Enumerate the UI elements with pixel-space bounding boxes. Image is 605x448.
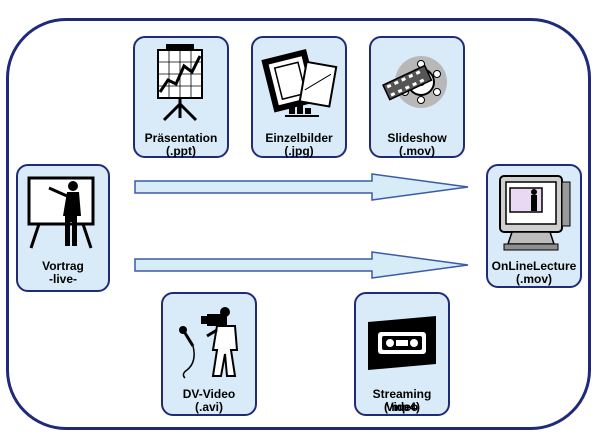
presentation-chart-icon <box>157 44 203 122</box>
video-cassette-icon <box>368 316 436 370</box>
card-onlinelecture: OnLineLecture (.mov) <box>486 164 582 288</box>
card-dvvideo: DV-Video (.avi) <box>161 292 257 416</box>
card-streaming: Streaming Video (.mp4) <box>354 292 450 416</box>
card-label: Vortrag <box>42 259 84 273</box>
card-sublabel: (.mov) <box>399 144 435 158</box>
card-sublabel: (.mov) <box>516 272 552 286</box>
arrow-top <box>134 173 469 201</box>
card-einzelbilder: Einzelbilder (.jpg) <box>251 36 347 158</box>
card-vortrag: Vortrag -live- <box>16 164 110 292</box>
card-sublabel: (.avi) <box>194 400 223 414</box>
card-sublabel: (.ppt) <box>166 144 196 158</box>
film-reel-icon <box>382 56 447 108</box>
card-label: Streaming Video <box>372 387 432 414</box>
card-label: Slideshow <box>387 131 447 145</box>
card-label: Präsentation <box>144 131 218 145</box>
card-label: Einzelbilder <box>265 131 333 145</box>
card-label: OnLineLecture <box>491 259 577 273</box>
monitor-icon <box>499 175 571 251</box>
camera-operator-icon <box>179 307 239 379</box>
card-slideshow: Slideshow (.mov) <box>369 36 465 158</box>
card-sublabel: (.jpg) <box>284 144 314 158</box>
card-praesentation: Präsentation (.ppt) <box>133 36 229 158</box>
card-label: DV-Video <box>182 387 236 401</box>
speaker-at-board-icon <box>27 176 95 249</box>
card-sublabel: -live- <box>48 272 77 286</box>
arrow-bottom <box>134 251 469 279</box>
picture-frames-icon <box>261 48 338 117</box>
card-sublabel: (.mp4) <box>384 400 420 414</box>
